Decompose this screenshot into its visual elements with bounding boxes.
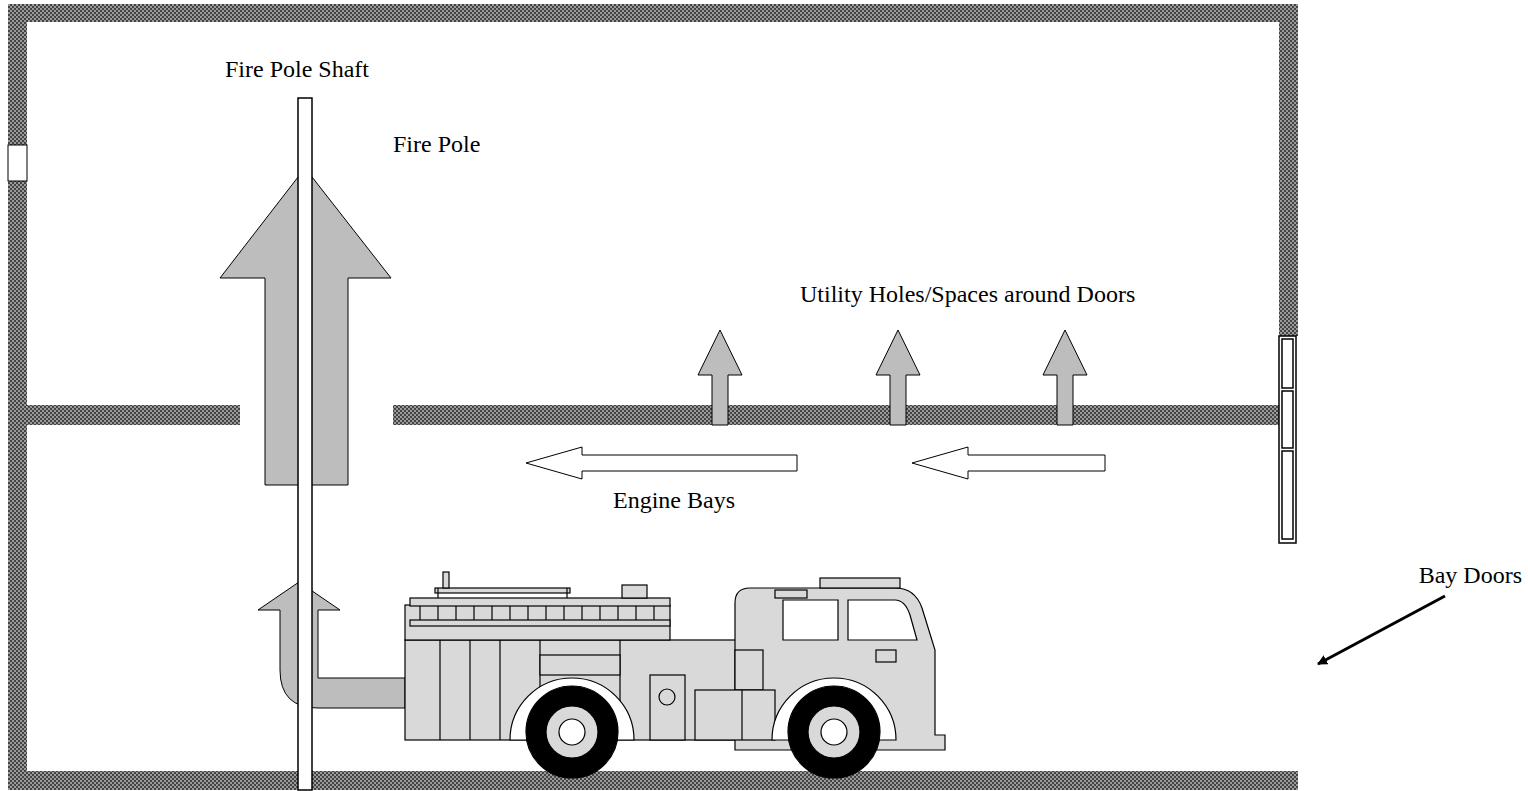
window [8, 145, 27, 181]
exhaust-flow-arrows [526, 447, 1105, 479]
building-walls [8, 4, 1298, 790]
leak-arrows [698, 330, 1087, 425]
shaft-label: Fire Pole Shaft [225, 56, 369, 84]
exhaust-arrow [258, 582, 405, 708]
bays-label: Engine Bays [613, 487, 735, 515]
utility-label: Utility Holes/Spaces around Doors [800, 281, 1135, 309]
doors-label: Bay Doors [1419, 562, 1522, 590]
leader-arrow [1318, 596, 1445, 664]
fire-truck [405, 572, 945, 778]
pole-label: Fire Pole [393, 131, 480, 159]
fire-pole [298, 98, 312, 790]
bay-door [1279, 336, 1296, 543]
